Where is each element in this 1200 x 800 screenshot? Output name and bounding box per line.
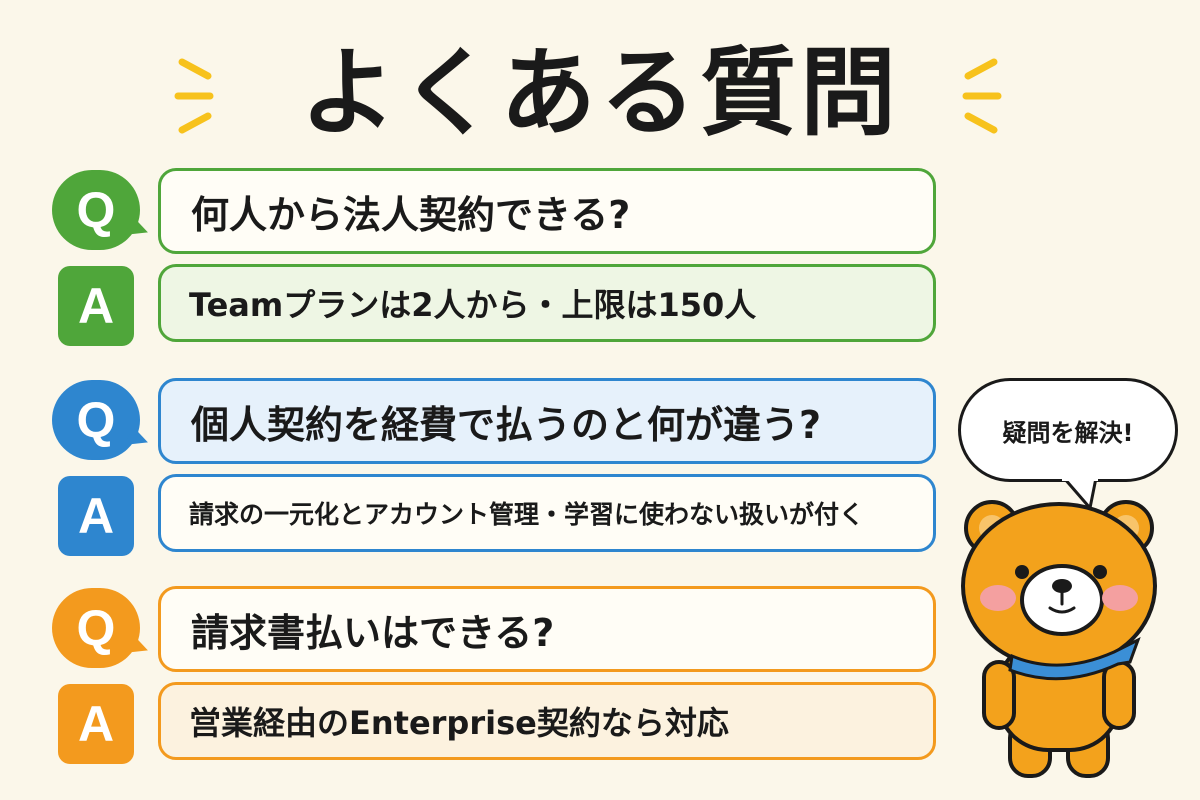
answer-text: 営業経由のEnterprise契約なら対応 (189, 704, 729, 742)
answer-text: 請求の一元化とアカウント管理・学習に使わない扱いが付く (189, 500, 865, 529)
faq-answer-1: Teamプランは2人から・上限は150人 (158, 264, 936, 342)
answer-badge: A (58, 684, 134, 764)
faq-question-1: 何人から法人契約できる? (158, 168, 936, 254)
question-text: 個人契約を経費で払うのと何が違う? (191, 402, 822, 447)
answer-badge: A (58, 266, 134, 346)
speech-tail-icon (1062, 476, 1098, 510)
page-title: よくある質問 (300, 37, 900, 149)
faq-answer-2: 請求の一元化とアカウント管理・学習に使わない扱いが付く (158, 474, 936, 552)
faq-question-3: 請求書払いはできる? (158, 586, 936, 672)
speech-text: 疑問を解決! (1002, 418, 1134, 447)
faq-question-2: 個人契約を経費で払うのと何が違う? (158, 378, 936, 464)
answer-text: Teamプランは2人から・上限は150人 (189, 286, 757, 324)
mascot-speech-bubble: 疑問を解決! (958, 378, 1178, 482)
question-badge: Q (52, 170, 140, 250)
question-badge: Q (52, 380, 140, 460)
question-text: 何人から法人契約できる? (191, 192, 631, 237)
question-badge: Q (52, 588, 140, 668)
faq-answer-3: 営業経由のEnterprise契約なら対応 (158, 682, 936, 760)
bear-mascot-icon (961, 500, 1157, 778)
question-text: 請求書払いはできる? (191, 610, 555, 655)
sparkle-burst-icon (174, 58, 214, 134)
sparkle-burst-icon (962, 58, 1002, 134)
answer-badge: A (58, 476, 134, 556)
